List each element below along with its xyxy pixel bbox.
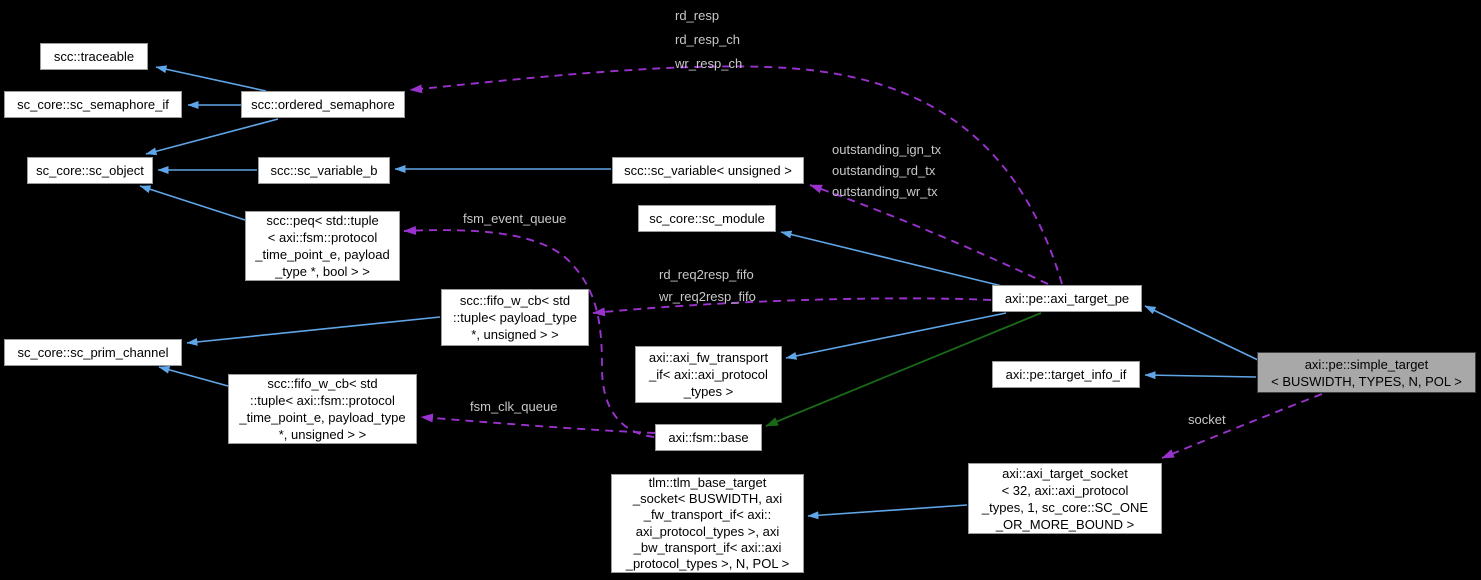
- class-node-scc-traceable[interactable]: scc::traceable: [40, 43, 148, 70]
- class-node-fsm-base[interactable]: axi::fsm::base: [655, 424, 762, 451]
- edge-ordered-semaphore-to-traceable: [155, 65, 267, 92]
- edge-peq-to-sc-object: [139, 185, 246, 221]
- class-node-fifo-w-cb-payload[interactable]: scc::fifo_w_cb< std ::tuple< payload_typ…: [441, 289, 589, 346]
- edge-simple-target-to-axi-target-pe: [1144, 305, 1259, 361]
- edge-axi-target-pe-to-axi-fw-transport-if: [785, 312, 1007, 360]
- edge-fifo-fsm-to-sc-prim-channel: [158, 365, 229, 387]
- edge-label-fsm-clk-queue: fsm_clk_queue: [470, 399, 558, 414]
- edge-label-rd-resp-ch: rd_resp_ch: [675, 32, 741, 47]
- edge-ordered-semaphore-to-sc-object: [145, 118, 279, 156]
- edge-label-outstanding-ign-tx: outstanding_ign_tx: [832, 142, 942, 157]
- class-node-tlm-base-target-socket[interactable]: tlm::tlm_base_target _socket< BUSWIDTH, …: [611, 474, 804, 573]
- edge-simple-target-to-axi-target-socket: [1161, 393, 1323, 459]
- class-node-peq[interactable]: scc::peq< std::tuple < axi::fsm::protoco…: [245, 211, 400, 281]
- edge-label-rd-req2resp-fifo: rd_req2resp_fifo: [659, 267, 754, 282]
- edge-label-wr-resp-ch: wr_resp_ch: [675, 56, 743, 71]
- class-node-simple-target-current[interactable]: axi::pe::simple_target < BUSWIDTH, TYPES…: [1257, 352, 1476, 393]
- edge-label-fsm-event-queue: fsm_event_queue: [463, 211, 567, 226]
- class-node-sc-prim-channel[interactable]: sc_core::sc_prim_channel: [4, 339, 182, 366]
- edge-fifo-payload-to-sc-prim-channel: [186, 316, 441, 346]
- edge-axi-target-socket-to-tlm-base-target-socket: [807, 504, 968, 520]
- class-node-sc-module[interactable]: sc_core::sc_module: [638, 205, 776, 232]
- edge-simple-target-to-target-info-if: [1144, 371, 1257, 380]
- class-node-axi-target-pe[interactable]: axi::pe::axi_target_pe: [992, 285, 1142, 312]
- class-node-axi-target-socket[interactable]: axi::axi_target_socket < 32, axi::axi_pr…: [968, 463, 1162, 534]
- class-node-target-info-if[interactable]: axi::pe::target_info_if: [992, 361, 1140, 388]
- class-node-sc-object[interactable]: sc_core::sc_object: [27, 157, 153, 184]
- edge-fsm-base-to-fifo-fsm: [420, 413, 656, 434]
- class-node-sc-variable-unsigned[interactable]: scc::sc_variable< unsigned >: [612, 157, 804, 184]
- class-node-sc-semaphore-if[interactable]: sc_core::sc_semaphore_if: [4, 91, 182, 118]
- edge-label-socket: socket: [1188, 412, 1226, 427]
- edge-axi-target-pe-to-fifo-payload: [592, 297, 992, 317]
- edge-label-outstanding-wr-tx: outstanding_wr_tx: [832, 184, 938, 199]
- edge-label-wr-req2resp-fifo: wr_req2resp_fifo: [659, 289, 756, 304]
- edge-axi-target-pe-to-sc-module: [780, 230, 1003, 287]
- edge-label-rd-resp: rd_resp: [675, 8, 720, 23]
- edge-label-outstanding-rd-tx: outstanding_rd_tx: [832, 163, 936, 178]
- class-node-sc-variable-b[interactable]: scc::sc_variable_b: [258, 157, 390, 184]
- class-node-axi-fw-transport-if[interactable]: axi::axi_fw_transport _if< axi::axi_prot…: [635, 346, 782, 403]
- edge-axi-target-pe-to-sc-variable-unsigned: [809, 184, 1049, 285]
- class-node-fifo-w-cb-fsm[interactable]: scc::fifo_w_cb< std ::tuple< axi::fsm::p…: [228, 374, 417, 444]
- class-node-ordered-semaphore[interactable]: scc::ordered_semaphore: [241, 91, 405, 118]
